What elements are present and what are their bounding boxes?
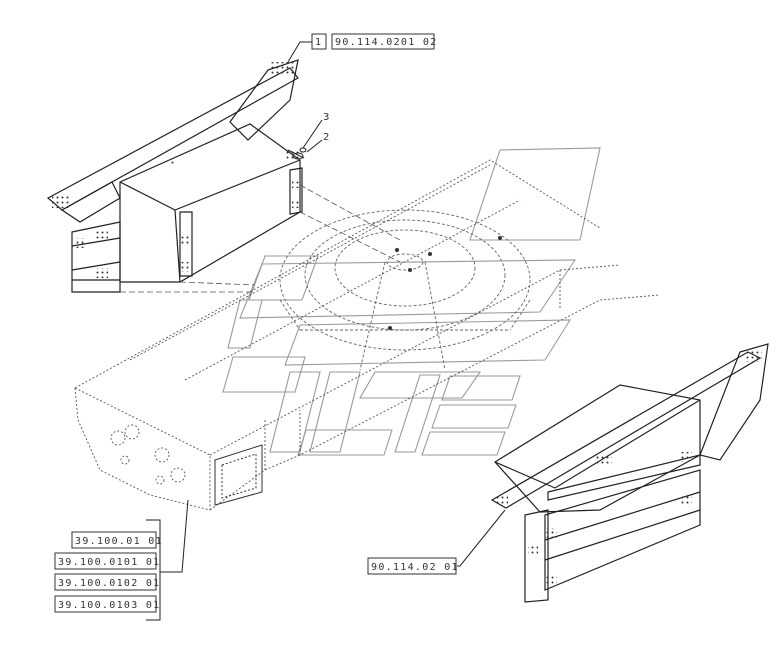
leader-lines	[146, 41, 506, 621]
callout-item-3: 3	[323, 112, 329, 123]
stack-part-2: 39.100.0101 01	[58, 557, 161, 568]
callout-right: 90.114.02 01	[367, 557, 459, 575]
callout-left-stack: 39.100.01 01 39.100.0101 01 39.100.0102 …	[54, 531, 163, 613]
chassis-frame	[74, 159, 661, 511]
stack-box-2	[54, 552, 157, 570]
stack-box-1	[71, 531, 157, 549]
watermark-logo	[222, 147, 601, 456]
callout-item-2: 2	[323, 132, 329, 143]
frame-end-plate	[214, 444, 263, 506]
callout-part-box	[367, 557, 457, 575]
stack-box-3	[54, 573, 157, 591]
stack-part-1: 39.100.01 01	[75, 536, 163, 547]
callout-item-box	[311, 33, 327, 50]
left-bracket-bolts	[52, 62, 302, 278]
left-bracket-projection-lines	[120, 184, 401, 293]
chassis-holes	[110, 424, 186, 485]
right-bracket-bolts	[494, 350, 762, 584]
fifth-wheel-plate	[279, 209, 531, 371]
callout-item-number: 1	[315, 37, 322, 48]
stack-box-4	[54, 595, 157, 613]
callout-top: 1 90.114.0201 02	[311, 33, 438, 50]
callout-part-box	[331, 33, 435, 50]
stack-part-4: 39.100.0103 01	[58, 600, 161, 611]
callout-part-number: 90.114.0201 02	[335, 37, 438, 48]
left-bracket-assembly	[46, 59, 303, 293]
right-bracket-assembly	[490, 343, 769, 603]
fifth-wheel-bolts	[388, 236, 502, 330]
stack-part-3: 39.100.0102 01	[58, 578, 161, 589]
callout-part-number: 90.114.02 01	[371, 562, 459, 573]
